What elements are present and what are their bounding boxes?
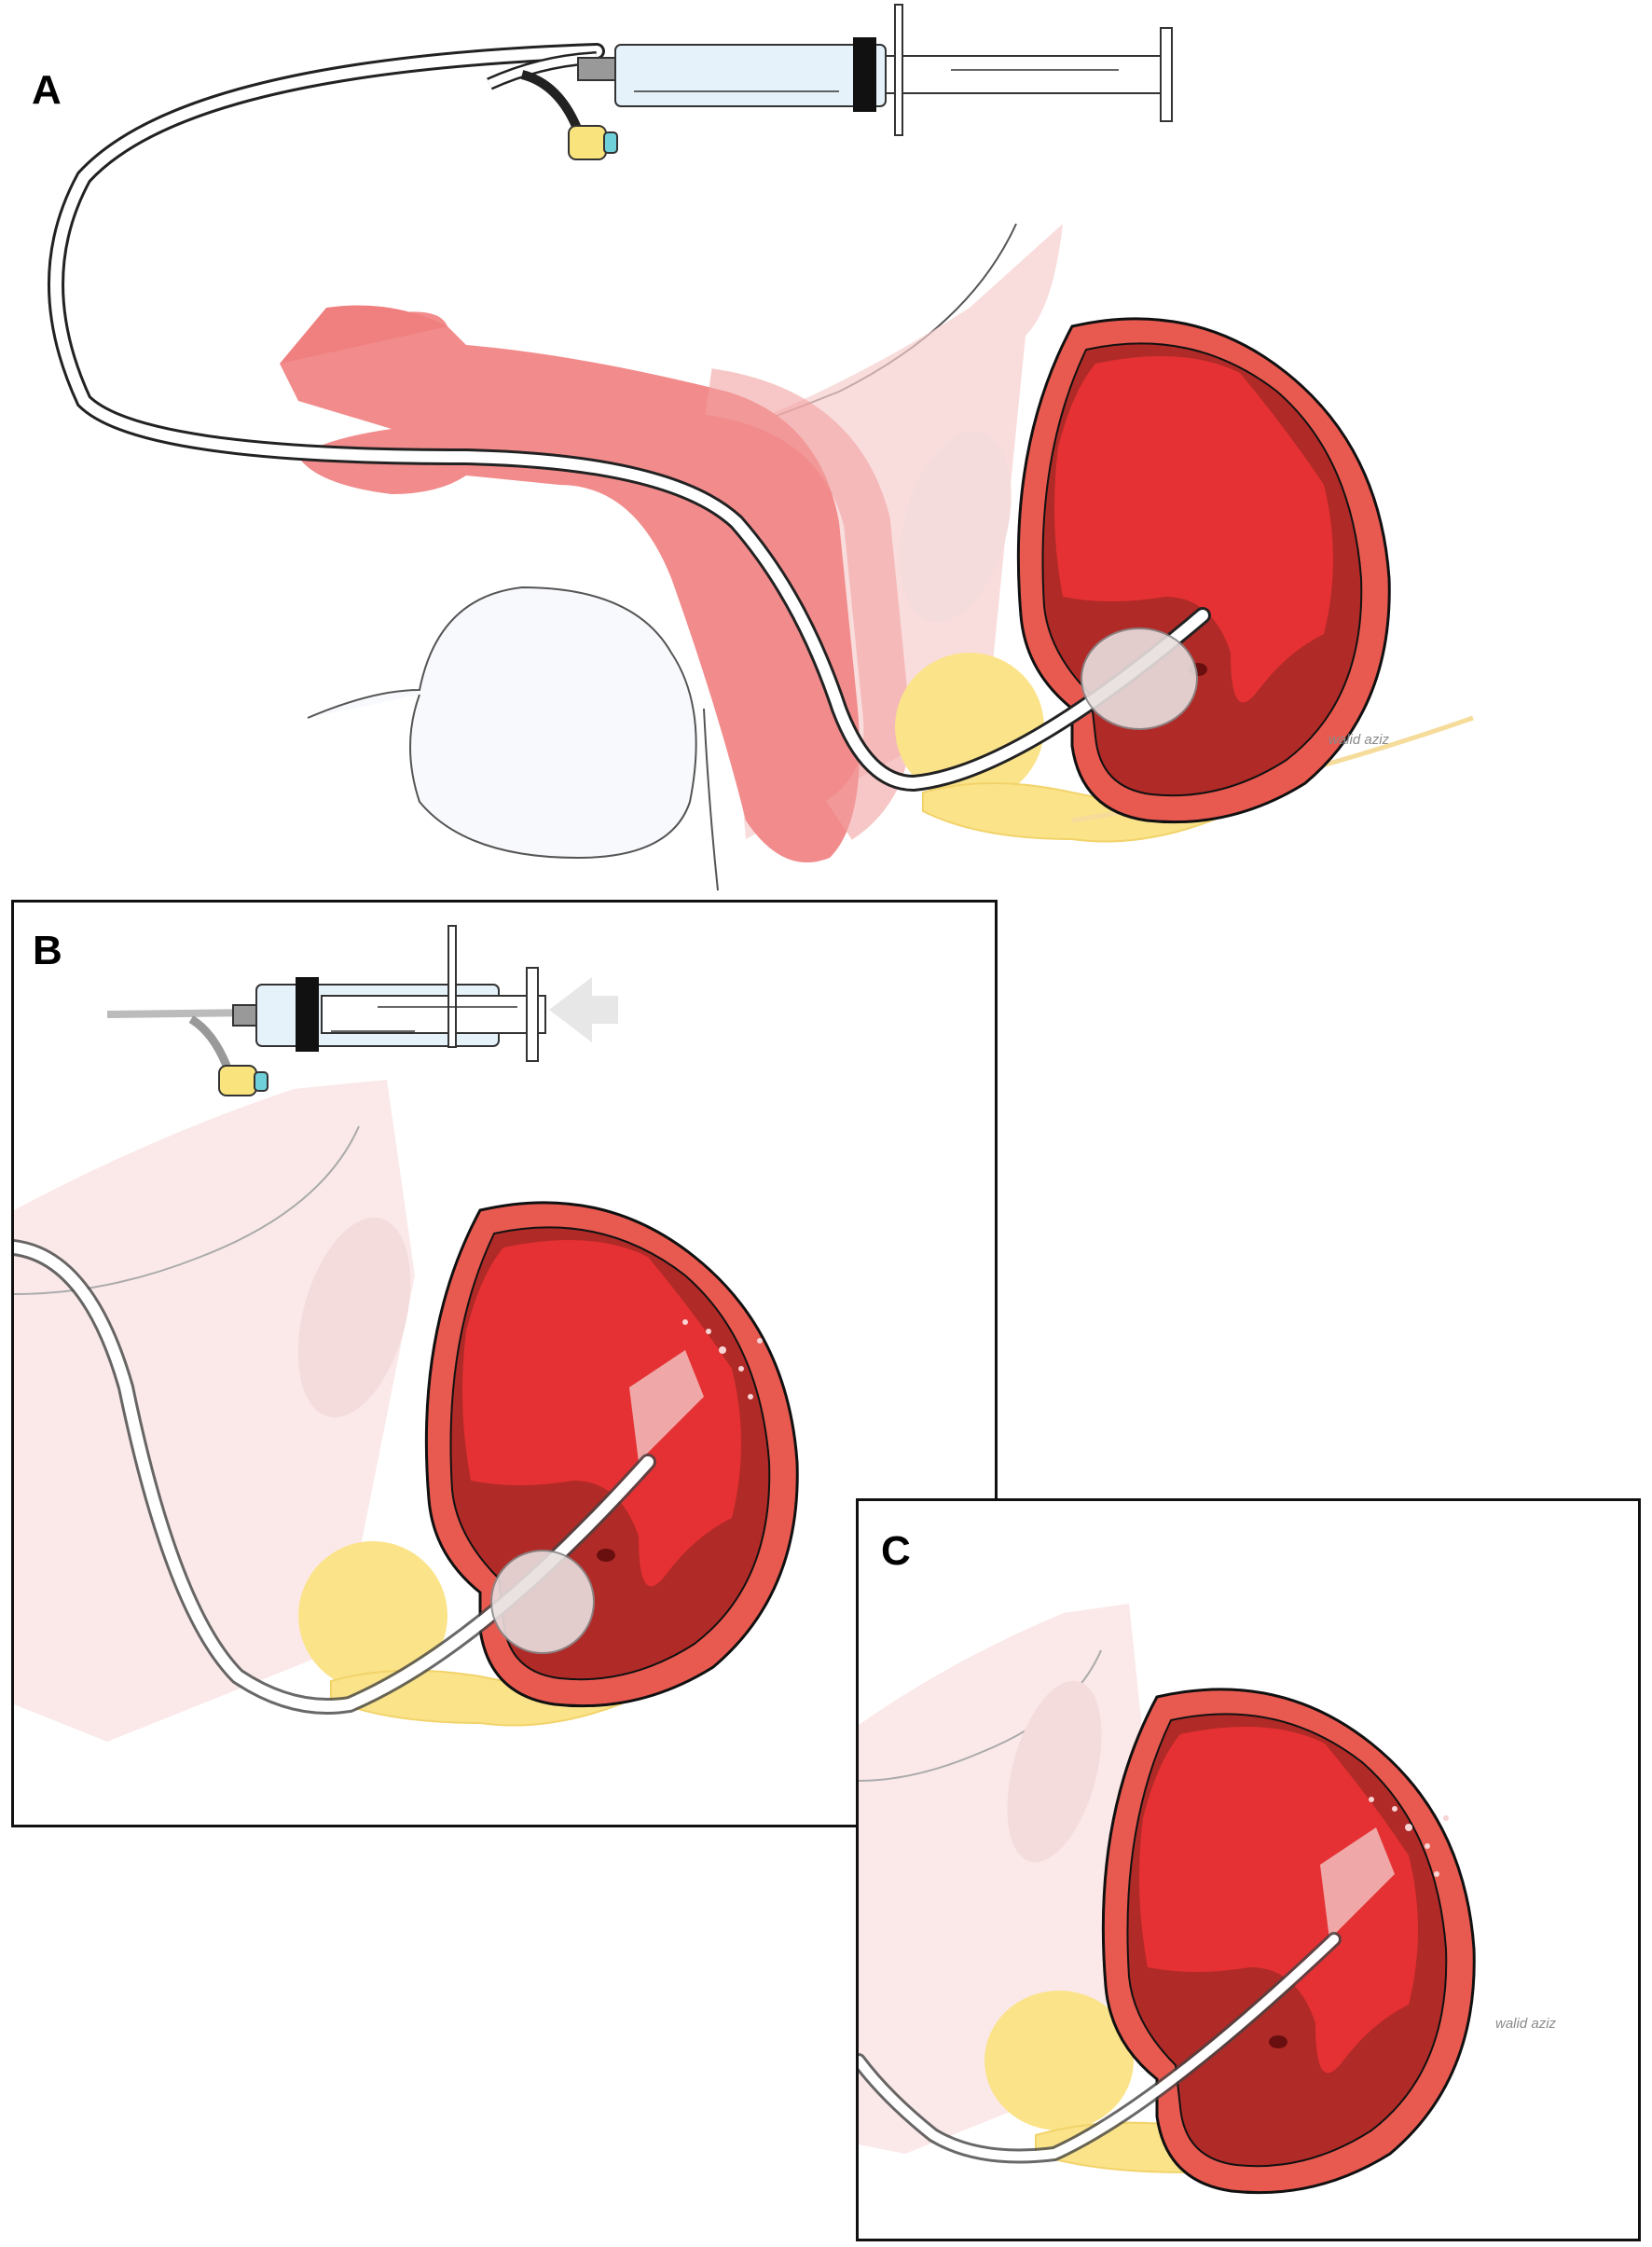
panel-label: B [33,928,62,973]
bladder-clot [462,1240,741,1587]
panel-label: A [32,67,62,113]
bladder-clot [1139,1727,1418,2074]
syringe-icon [487,4,1173,160]
panel-a-illustration [48,4,1474,891]
artist-signature: walid aziz [1495,2016,1557,2032]
bladder-clot [1054,356,1333,703]
seminal-vesicles [922,782,1216,843]
catheter-balloon [490,1550,595,1654]
panel-b-illustration [14,925,799,1742]
spray-icon [629,1319,763,1462]
ureteric-orifice [597,1549,615,1562]
panel-c: C walid aziz [856,1498,1641,2241]
panel-b: B [11,900,998,1827]
scrotum [307,586,697,860]
pubic-bone [1007,1680,1102,1863]
artist-signature: walid aziz [1328,732,1390,748]
pubic-bone [297,1217,411,1418]
ureteric-orifice [1269,2035,1287,2048]
prostate [895,653,1044,802]
catheter-balloon [1081,627,1198,730]
panel-a: A walid aziz [0,0,1652,895]
panel-c-illustration [859,1604,1476,2195]
pubic-bone [900,431,1012,623]
corpus-tissue [705,368,911,840]
prostate [984,1991,1134,2130]
arrow-left-icon [549,977,618,1042]
spray-icon [1320,1797,1449,1939]
panel-label: C [881,1528,911,1574]
syringe-icon [106,925,546,1096]
prostate [298,1541,447,1690]
